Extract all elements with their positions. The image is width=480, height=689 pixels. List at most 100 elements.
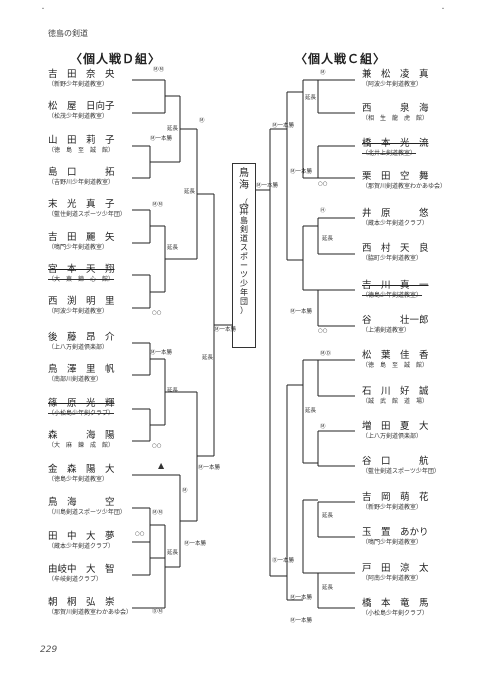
match-mark: ⓂⓂ	[152, 202, 164, 208]
match-mark: ⓂⓂ	[152, 510, 164, 516]
player-team: （大 麻 錬 成 館）	[48, 442, 115, 449]
player-name: 森 海 陽	[48, 430, 115, 441]
player-team-withdrawn: （徳島少年剣道教室）	[362, 292, 423, 299]
player-name: 末 光 真 子	[48, 199, 115, 210]
match-mark: ○○	[318, 328, 328, 334]
player-team: （鳴門少年剣道教室）	[48, 244, 109, 251]
match-mark: Ⓓ一本勝	[272, 558, 295, 564]
player-name: 戸 田 涼 太	[362, 563, 429, 574]
player-team: （松茂少年剣道教室）	[48, 113, 109, 120]
player-name: 石 川 好 誠	[362, 386, 429, 397]
player-team-withdrawn: （小松島少年剣クラブ）	[48, 410, 115, 417]
match-mark: ○○	[152, 443, 162, 449]
player-team: （阿波少年剣道教室）	[48, 308, 109, 315]
match-mark: Ⓜ一本勝	[214, 327, 237, 333]
section-title-c: 〈個人戦Ｃ組〉	[295, 52, 387, 66]
header: 徳島の剣道	[48, 29, 88, 38]
match-mark: 延長	[167, 550, 179, 556]
player-name: 島 口 拓	[48, 167, 115, 178]
player-team: （誠 武 館 道 場）	[362, 398, 429, 405]
player-team: （新野少年剣道教室）	[362, 504, 423, 511]
match-mark: ○○	[318, 181, 328, 187]
player-name-withdrawn: 篠 原 光 輝	[48, 398, 115, 409]
player-team: （相 生 龍 虎 館）	[362, 115, 429, 122]
player-team: （脇町少年剣道教室）	[362, 255, 423, 262]
player-name: 西 泉 海	[362, 103, 429, 114]
match-mark: ⓂⒹ	[320, 351, 332, 357]
player-name: 増 田 夏 大	[362, 421, 429, 432]
match-mark: Ⓜ一本勝	[272, 123, 295, 129]
player-name: 鳥 海 空	[48, 497, 115, 508]
player-name-withdrawn: 橋 本 光 流	[362, 138, 429, 149]
player-name: 橋 本 竜 馬	[362, 598, 429, 609]
match-mark: ▲	[158, 461, 165, 470]
player-team: （吉野川少年剣道教室）	[48, 179, 115, 186]
match-mark: ⒹⓂ	[152, 609, 164, 615]
player-name-withdrawn: 吉 川 真 一	[362, 280, 429, 291]
player-team: （藍住剣道スポーツ少年団）	[48, 211, 126, 218]
match-mark: ○○	[152, 310, 162, 316]
player-name: 西 村 天 良	[362, 243, 429, 254]
player-name: 鳥 澤 里 帆	[48, 364, 115, 375]
player-name: 玉 置 あかり	[362, 527, 429, 538]
winner-name: 鳥海 空	[239, 168, 249, 215]
player-team: （上浦剣道教室）	[362, 327, 411, 334]
player-team: （上八万剣道倶楽部）	[362, 433, 423, 440]
match-mark: Ⓜ	[199, 118, 205, 124]
match-mark: 延長	[305, 408, 317, 414]
player-team: （川島剣道スポーツ少年団）	[48, 509, 126, 516]
match-mark: 延長	[322, 236, 334, 242]
player-name: 山 田 莉 子	[48, 135, 115, 146]
player-team: （南部川剣道教室）	[48, 376, 103, 383]
player-name: 西 渕 明 里	[48, 296, 115, 307]
player-team-withdrawn: （大 東 錬 心 館）	[48, 276, 115, 283]
player-team: （徳島少年剣道教室）	[48, 476, 109, 483]
match-mark: Ⓜ	[320, 424, 326, 430]
player-team: （鳴門少年剣道教室）	[362, 539, 423, 546]
player-team: （那賀川剣道教室わかあゆ会）	[362, 183, 447, 190]
match-mark: Ⓜ一本勝	[256, 183, 279, 189]
player-name-withdrawn: 宮 本 天 翔	[48, 264, 115, 275]
player-team: （蔵本少年剣道クラブ）	[48, 543, 115, 550]
player-team: （阿南少年剣道教室）	[362, 575, 423, 582]
match-mark: 延長	[167, 388, 179, 394]
player-team: （小松島少年剣クラブ）	[362, 610, 429, 617]
player-name: 兼 松 凌 真	[362, 69, 429, 80]
player-team: （牟岐剣道クラブ）	[48, 576, 103, 583]
player-name: 後 藤 昂 介	[48, 332, 115, 343]
player-name: 谷 壮一郎	[362, 315, 429, 326]
player-name: 吉 岡 萌 花	[362, 492, 429, 503]
corner-mark: ・	[440, 6, 447, 13]
player-team: （那賀川剣道教室わかあゆ会）	[48, 609, 133, 616]
player-team: （徳 島 至 誠 館）	[48, 147, 115, 154]
player-name: 吉 田 麗 矢	[48, 232, 115, 243]
player-name: 金 森 陽 大	[48, 464, 115, 475]
player-name: 松 葉 佳 香	[362, 350, 429, 361]
page-number: 229	[40, 645, 58, 655]
player-name: 井 原 悠	[362, 208, 429, 219]
player-team: （阿波少年剣道教室）	[362, 81, 423, 88]
player-team: （上八万剣道倶楽部）	[48, 344, 109, 351]
match-mark: ○○	[135, 531, 145, 537]
match-mark: 延長	[305, 95, 317, 101]
player-name: 田 中 大 夢	[48, 531, 115, 542]
winner-team: （川島剣道スポーツ少年団）	[240, 198, 248, 315]
player-team: （藍住剣道スポーツ少年団）	[362, 468, 440, 475]
player-name: 松 屋 日向子	[48, 101, 115, 112]
match-mark: Ⓜ	[182, 488, 188, 494]
match-mark: 延長	[167, 245, 179, 251]
player-name: 吉 田 奈 央	[48, 69, 115, 80]
match-mark: 延長	[322, 585, 334, 591]
player-team-withdrawn: （北井上剣道教室）	[362, 150, 417, 157]
match-mark: Ⓜ一本勝	[150, 136, 173, 142]
match-mark: Ⓜ一本勝	[150, 350, 173, 356]
match-mark: Ⓗ	[320, 208, 326, 214]
section-title-d: 〈個人戦Ｄ組〉	[70, 52, 162, 66]
match-mark: ⓂⓂ	[153, 67, 165, 73]
winner-box: 鳥海 空 （川島剣道スポーツ少年団）	[232, 163, 256, 348]
player-team: （蔵本少年剣道クラブ）	[362, 220, 429, 227]
match-mark: Ⓜ一本勝	[290, 595, 313, 601]
player-name: 栗 田 空 舞	[362, 171, 429, 182]
match-mark: Ⓜ一本勝	[290, 169, 313, 175]
